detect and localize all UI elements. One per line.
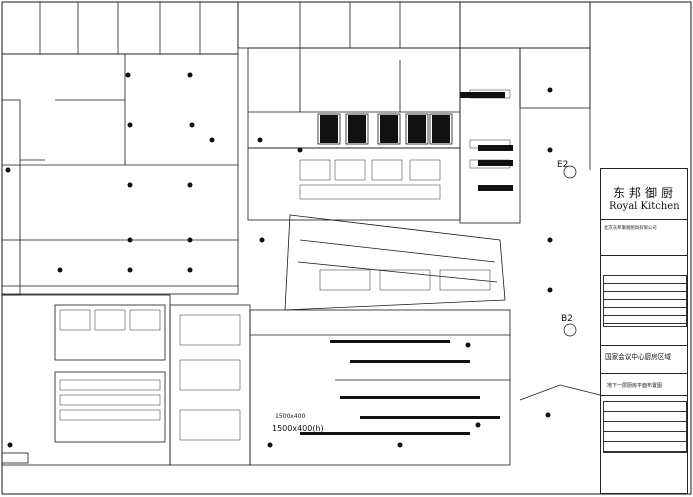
grid-label-e2: E2 [557,160,569,170]
grid-label-b2: B2 [561,314,573,324]
brand-name-cn: 东邦御厨 [613,186,678,200]
brand-name-en: Royal Kitchen [609,201,680,212]
company-name: 北京东邦御厨厨具有限公司 [604,226,657,231]
title-block: 东邦御厨 Royal Kitchen 北京东邦御厨厨具有限公司 国家会议中心厨房… [600,168,688,494]
drawing-title: 地下一层厨房平面布置图 [607,383,663,389]
dimension-label: 1500x400(h) [272,424,324,433]
revision-table [603,275,687,327]
project-name: 国家会议中心厨房区域 [605,353,671,361]
sign-off-table [603,401,687,453]
dimension-label: 1500x400 [275,413,306,420]
